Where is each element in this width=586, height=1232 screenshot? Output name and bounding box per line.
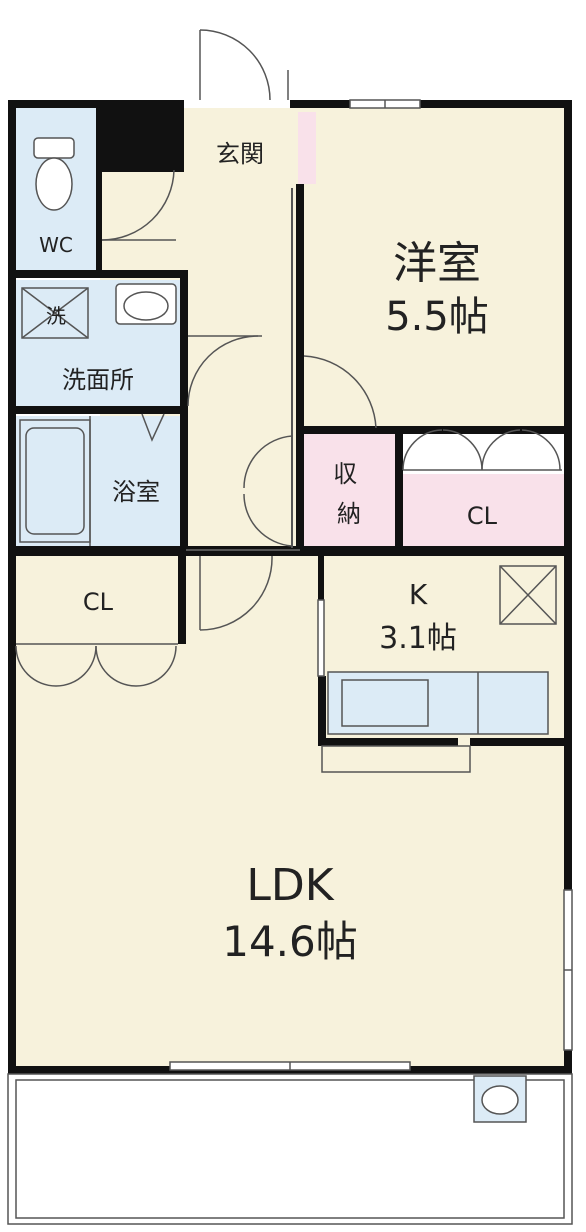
kitchen-label: K bbox=[409, 578, 428, 611]
kitchen-size: 3.1帖 bbox=[379, 621, 457, 656]
closet-western-area bbox=[402, 474, 564, 546]
washer-label: 洗 bbox=[46, 304, 66, 328]
kitchen-counter-icon bbox=[327, 671, 549, 735]
entrance-area bbox=[183, 108, 300, 188]
washer-icon bbox=[21, 287, 89, 339]
western-room-label: 洋室 bbox=[393, 238, 481, 289]
western-room-size: 5.5帖 bbox=[385, 294, 489, 340]
kitchen-counter-front bbox=[321, 745, 471, 773]
storage-area bbox=[303, 432, 395, 546]
entrance-pink-strip bbox=[298, 112, 316, 184]
bath-label: 浴室 bbox=[112, 478, 160, 506]
ldk-label: LDK bbox=[246, 860, 334, 911]
fridge-space-icon bbox=[499, 565, 557, 625]
ldk-size: 14.6帖 bbox=[222, 917, 358, 966]
storage-label: 収 納 bbox=[333, 460, 365, 528]
balcony-sink-icon bbox=[473, 1075, 527, 1123]
windows bbox=[169, 99, 573, 1071]
western-room-area bbox=[300, 108, 566, 430]
wc-label: WC bbox=[39, 233, 73, 257]
doors bbox=[15, 29, 562, 687]
closet-western-label: CL bbox=[467, 502, 498, 530]
toilet-icon bbox=[33, 137, 75, 211]
closet-ldk-label: CL bbox=[83, 588, 114, 616]
sink-icon bbox=[115, 283, 177, 325]
entrance-label: 玄関 bbox=[216, 140, 264, 168]
washroom-label: 洗面所 bbox=[62, 366, 134, 394]
